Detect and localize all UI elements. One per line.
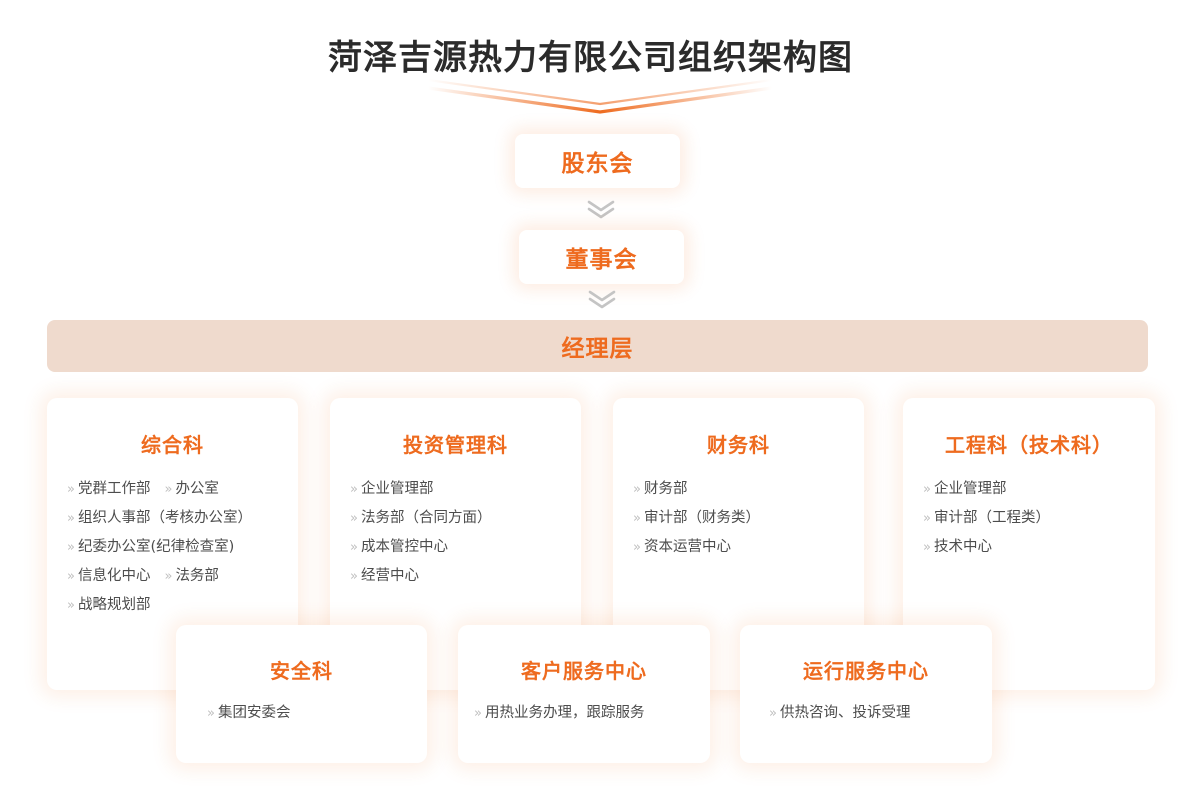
- list-item: »财务部: [633, 475, 864, 504]
- list-item-label: 信息化中心: [77, 568, 151, 584]
- dept-title: 投资管理科: [403, 433, 508, 457]
- bullet-chevron-icon: »: [350, 511, 358, 526]
- dept-title: 客户服务中心: [521, 659, 647, 683]
- bullet-chevron-icon: »: [67, 569, 75, 584]
- list-item-label-secondary: 法务部: [175, 568, 219, 584]
- list-item: »技术中心: [923, 533, 1155, 562]
- list-item-label: 财务部: [643, 481, 688, 497]
- list-item-label: 审计部（财务类）: [643, 510, 760, 526]
- list-item: »企业管理部: [350, 475, 581, 504]
- dept-title: 综合科: [141, 433, 204, 457]
- list-item-label: 战略规划部: [77, 597, 151, 613]
- list-item-label: 组织人事部（考核办公室）: [77, 510, 252, 526]
- list-item: »供热咨询、投诉受理: [769, 699, 992, 728]
- chevron-double-down-icon: [588, 290, 616, 309]
- bullet-chevron-icon: »: [67, 482, 75, 497]
- list-item-label: 党群工作部: [77, 481, 151, 497]
- bullet-chevron-icon: »: [923, 482, 931, 497]
- title-swoosh-decoration: [427, 78, 773, 114]
- list-item-label: 纪委办公室(纪律检查室): [77, 539, 235, 555]
- list-item: »信息化中心»法务部: [67, 562, 298, 591]
- list-item: »战略规划部: [67, 591, 298, 620]
- bullet-chevron-icon: »: [164, 569, 173, 584]
- bullet-chevron-icon: »: [350, 482, 358, 497]
- dept-card-safety[interactable]: 安全科 »集团安委会: [176, 625, 427, 763]
- list-item-label: 审计部（工程类）: [933, 510, 1050, 526]
- manager-layer-label: 经理层: [561, 336, 634, 362]
- bullet-chevron-icon: »: [633, 482, 641, 497]
- bullet-chevron-icon: »: [633, 511, 641, 526]
- node-board-of-directors[interactable]: 董事会: [519, 230, 684, 284]
- list-item: »审计部（财务类）: [633, 504, 864, 533]
- list-item-label: 集团安委会: [217, 705, 291, 721]
- bullet-chevron-icon: »: [164, 482, 173, 497]
- dept-item-list: »企业管理部 »法务部（合同方面） »成本管控中心 »经营中心: [330, 475, 581, 591]
- bullet-chevron-icon: »: [67, 598, 75, 613]
- node-shareholders-label: 股东会: [561, 151, 634, 177]
- list-item: »法务部（合同方面）: [350, 504, 581, 533]
- bullet-chevron-icon: »: [350, 569, 358, 584]
- list-item-label: 技术中心: [933, 539, 992, 555]
- dept-card-operation-service[interactable]: 运行服务中心 »供热咨询、投诉受理: [740, 625, 992, 763]
- dept-title: 安全科: [270, 659, 333, 683]
- bullet-chevron-icon: »: [67, 540, 75, 555]
- list-item-label: 成本管控中心: [360, 539, 448, 555]
- dept-title: 运行服务中心: [803, 659, 929, 683]
- list-item: »集团安委会: [207, 699, 427, 728]
- dept-title: 财务科: [707, 433, 770, 457]
- bullet-chevron-icon: »: [923, 540, 931, 555]
- bullet-chevron-icon: »: [633, 540, 641, 555]
- list-item-label-secondary: 办公室: [175, 481, 219, 497]
- list-item-label: 用热业务办理，跟踪服务: [484, 705, 645, 721]
- list-item: »资本运营中心: [633, 533, 864, 562]
- list-item-label: 经营中心: [360, 568, 419, 584]
- dept-item-list: »集团安委会: [176, 699, 427, 728]
- bullet-chevron-icon: »: [207, 706, 215, 721]
- list-item-label: 法务部（合同方面）: [360, 510, 492, 526]
- list-item: »审计部（工程类）: [923, 504, 1155, 533]
- dept-item-list: »财务部 »审计部（财务类） »资本运营中心: [613, 475, 864, 562]
- dept-item-list: »党群工作部»办公室 »组织人事部（考核办公室） »纪委办公室(纪律检查室) »…: [47, 475, 298, 620]
- manager-layer-bar[interactable]: 经理层: [47, 320, 1148, 372]
- list-item: »用热业务办理，跟踪服务: [474, 699, 710, 728]
- dept-item-list: »供热咨询、投诉受理: [740, 699, 992, 728]
- node-shareholders-meeting[interactable]: 股东会: [515, 134, 680, 188]
- list-item: »党群工作部»办公室: [67, 475, 298, 504]
- list-item-label: 企业管理部: [360, 481, 434, 497]
- list-item-label: 供热咨询、投诉受理: [779, 705, 911, 721]
- dept-item-list: »企业管理部 »审计部（工程类） »技术中心: [903, 475, 1155, 562]
- chevron-double-down-icon: [587, 200, 615, 219]
- list-item-label: 企业管理部: [933, 481, 1007, 497]
- list-item: »企业管理部: [923, 475, 1155, 504]
- list-item: »组织人事部（考核办公室）: [67, 504, 298, 533]
- bullet-chevron-icon: »: [474, 706, 482, 721]
- bullet-chevron-icon: »: [350, 540, 358, 555]
- dept-item-list: »用热业务办理，跟踪服务: [458, 699, 710, 728]
- bullet-chevron-icon: »: [923, 511, 931, 526]
- dept-card-general-affairs[interactable]: 综合科 »党群工作部»办公室 »组织人事部（考核办公室） »纪委办公室(纪律检查…: [47, 398, 298, 690]
- page-title: 菏泽吉源热力有限公司组织架构图: [328, 38, 853, 78]
- list-item-label: 资本运营中心: [643, 539, 731, 555]
- node-board-label: 董事会: [565, 247, 638, 273]
- dept-title: 工程科（技术科）: [945, 433, 1113, 457]
- list-item: »经营中心: [350, 562, 581, 591]
- dept-card-customer-service[interactable]: 客户服务中心 »用热业务办理，跟踪服务: [458, 625, 710, 763]
- bullet-chevron-icon: »: [769, 706, 777, 721]
- list-item: »成本管控中心: [350, 533, 581, 562]
- bullet-chevron-icon: »: [67, 511, 75, 526]
- list-item: »纪委办公室(纪律检查室): [67, 533, 298, 562]
